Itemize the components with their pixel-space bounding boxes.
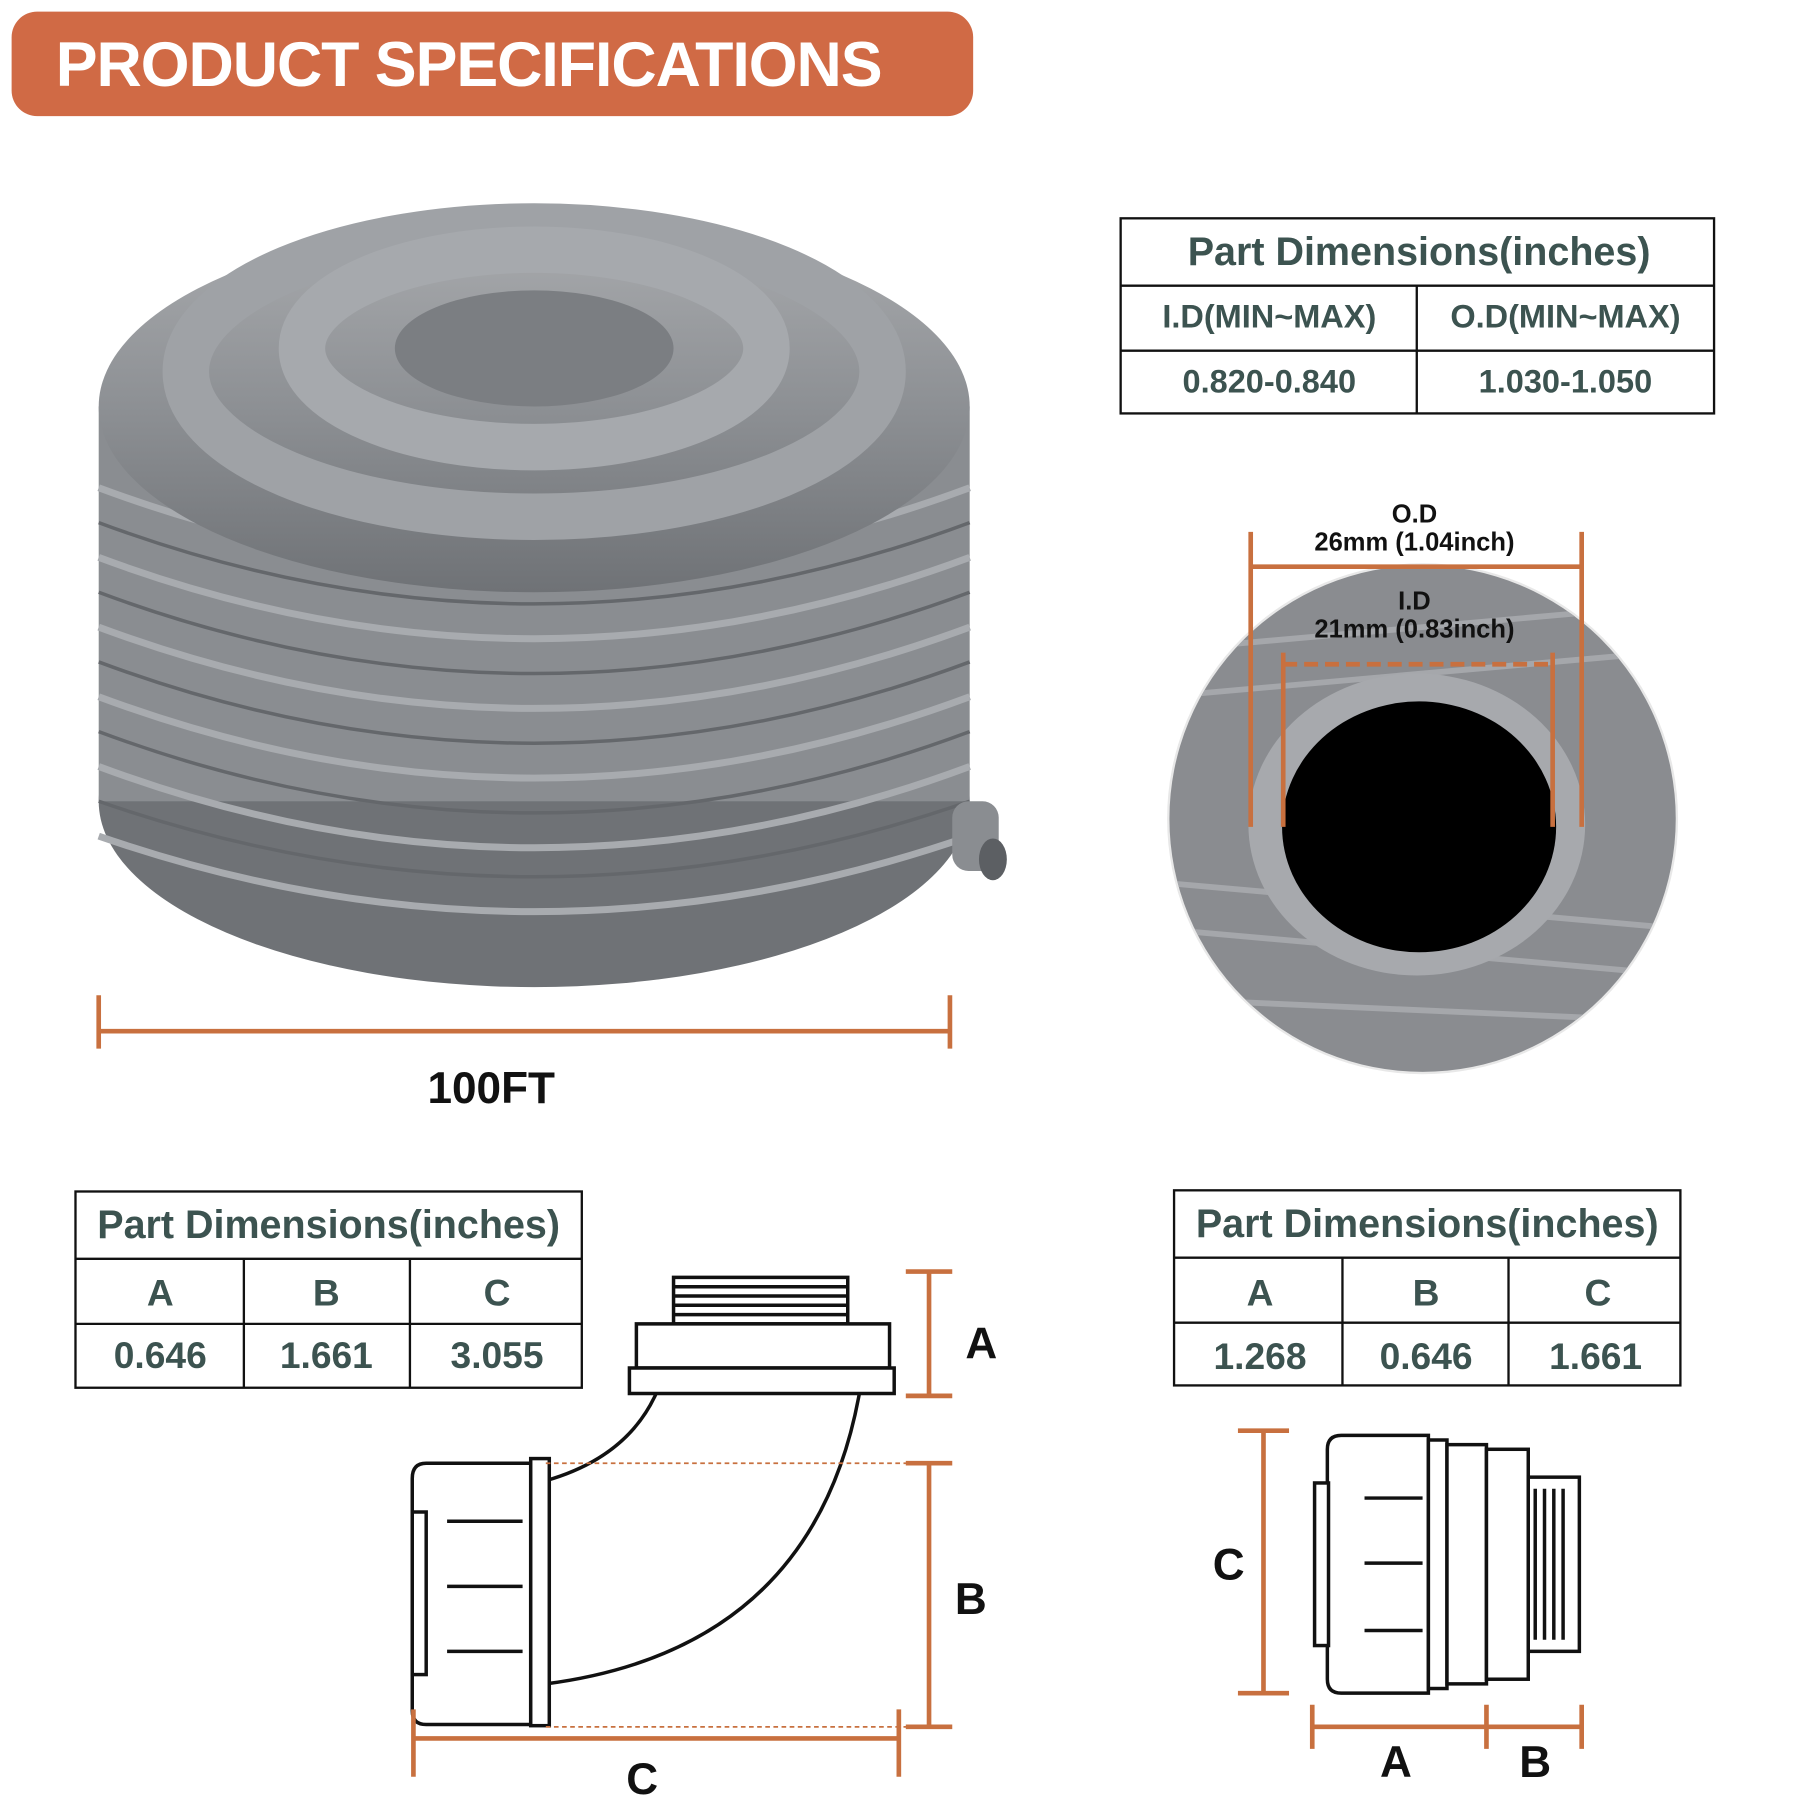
id-label: I.D — [1398, 588, 1431, 616]
straight-dimensions-table: Part Dimensions(inches) A B C 1.268 0.64… — [1172, 1189, 1682, 1387]
cross-section-image — [1167, 563, 1679, 1075]
id-value: 21mm (0.83inch) — [1314, 616, 1514, 644]
value-b: 1.661 — [280, 1334, 373, 1376]
value-c: 1.661 — [1549, 1335, 1642, 1377]
value-a: 1.268 — [1214, 1335, 1307, 1377]
label-c: C — [626, 1755, 658, 1800]
label-b: B — [1519, 1738, 1551, 1787]
elbow-connector-diagram: A B C — [410, 1269, 997, 1800]
column-header-a: A — [147, 1271, 174, 1313]
od-value: 26mm (1.04inch) — [1314, 528, 1514, 556]
column-header-c: C — [1585, 1271, 1612, 1313]
value-id: 0.820-0.840 — [1183, 364, 1356, 400]
length-dimension: 100FT — [96, 995, 953, 1113]
id-dimension: I.D 21mm (0.83inch) — [1280, 588, 1555, 827]
length-label: 100FT — [427, 1064, 555, 1113]
column-header-a: A — [1247, 1271, 1274, 1313]
table-title: Part Dimensions(inches) — [1188, 230, 1651, 274]
header-banner: PRODUCT SPECIFICATIONS — [11, 11, 974, 117]
conduit-coil-image — [97, 203, 1007, 988]
column-header-id: I.D(MIN~MAX) — [1162, 298, 1376, 334]
table-title: Part Dimensions(inches) — [1196, 1202, 1659, 1246]
value-c: 3.055 — [451, 1334, 544, 1376]
straight-connector-diagram: C A B — [1213, 1428, 1584, 1787]
column-header-b: B — [1413, 1271, 1440, 1313]
label-a: A — [965, 1320, 997, 1369]
label-c: C — [1213, 1540, 1245, 1589]
label-a: A — [1380, 1738, 1412, 1787]
conduit-dimensions-table: Part Dimensions(inches) I.D(MIN~MAX) O.D… — [1119, 217, 1716, 415]
column-header-od: O.D(MIN~MAX) — [1450, 298, 1680, 334]
od-label: O.D — [1392, 501, 1437, 529]
od-dimension: O.D 26mm (1.04inch) — [1248, 501, 1584, 827]
value-b: 0.646 — [1380, 1335, 1473, 1377]
column-header-b: B — [313, 1271, 340, 1313]
column-header-c: C — [484, 1271, 511, 1313]
page-title: PRODUCT SPECIFICATIONS — [56, 30, 883, 100]
elbow-dimensions-table: Part Dimensions(inches) A B C 0.646 1.66… — [74, 1190, 583, 1389]
label-b: B — [955, 1575, 987, 1624]
value-od: 1.030-1.050 — [1479, 364, 1652, 400]
table-title: Part Dimensions(inches) — [97, 1203, 560, 1247]
value-a: 0.646 — [114, 1334, 207, 1376]
